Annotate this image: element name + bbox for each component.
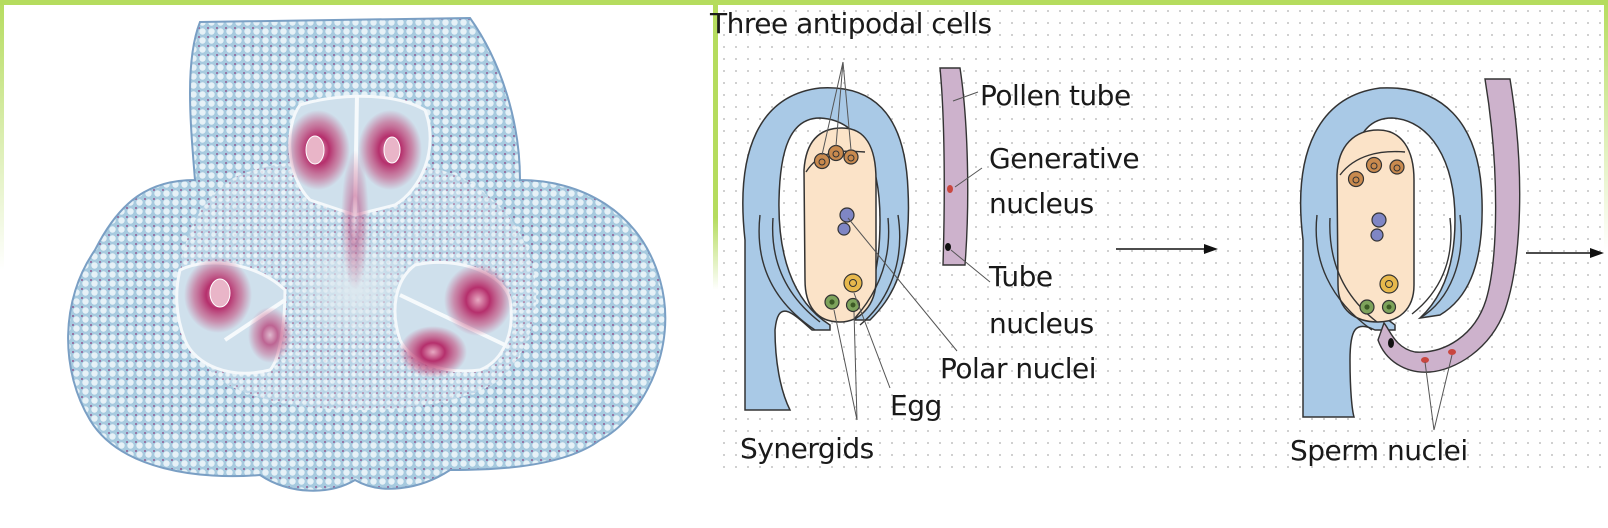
label-synergids: Synergids <box>740 432 874 465</box>
panel-divider <box>713 0 718 290</box>
ovule-1 <box>742 87 910 411</box>
leader-lines <box>821 61 991 421</box>
label-polar-nuclei: Polar nuclei <box>940 352 1097 385</box>
label-three-antipodal-cells: Three antipodal cells <box>710 7 992 40</box>
label-sperm-nuclei: Sperm nuclei <box>1290 434 1468 467</box>
fertilization-diagram: Three antipodal cells Pollen tube Genera… <box>710 5 1604 470</box>
frame-right-border <box>1604 0 1608 250</box>
frame-top-border <box>0 0 1608 5</box>
tube-nucleus-2 <box>1388 338 1394 348</box>
ovule-2 <box>1299 87 1483 418</box>
label-egg: Egg <box>890 389 942 422</box>
sperm-nucleus-1 <box>1421 357 1429 363</box>
sperm-leader-lines <box>1424 354 1453 431</box>
tube-nucleus <box>945 243 951 251</box>
frame-left-border <box>0 0 4 270</box>
pollen-tube-1 <box>939 67 969 266</box>
label-tube-nucleus: nucleus <box>989 307 1094 340</box>
arrow-1 <box>1116 244 1218 254</box>
ovary-micrograph <box>0 5 713 524</box>
generative-nucleus <box>947 185 953 193</box>
label-generative: Generative <box>989 142 1140 175</box>
label-generative-nucleus: nucleus <box>989 187 1094 220</box>
diagram-artwork <box>742 61 1604 431</box>
arrow-2 <box>1526 248 1604 258</box>
sperm-nucleus-2 <box>1448 349 1456 355</box>
label-pollen-tube: Pollen tube <box>980 79 1131 112</box>
micrograph-image <box>67 16 667 492</box>
label-tube: Tube <box>989 260 1053 293</box>
